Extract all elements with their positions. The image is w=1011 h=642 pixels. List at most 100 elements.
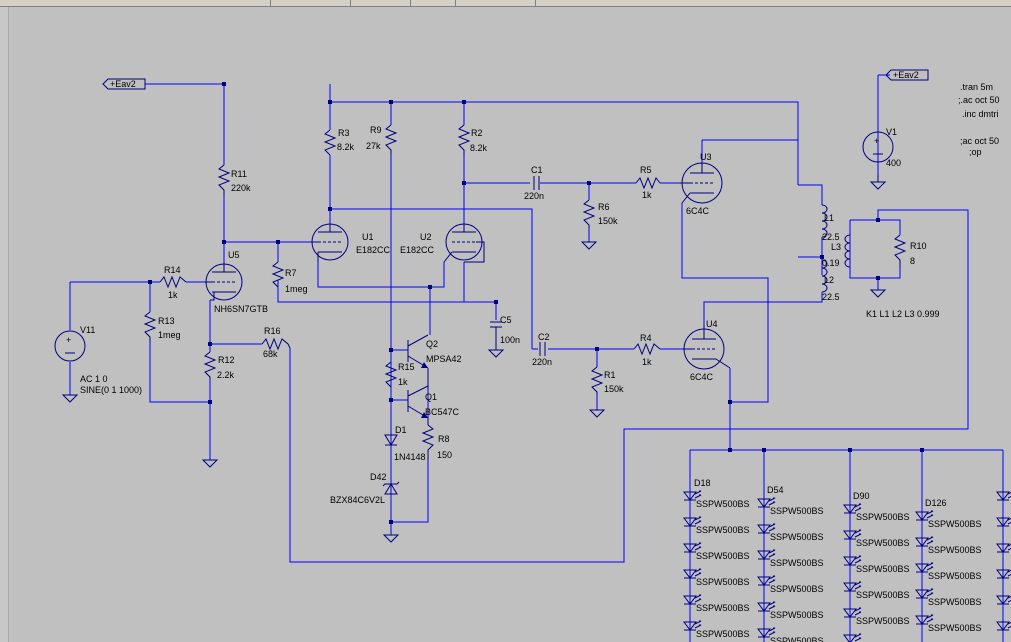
led-model-label: SSPW500BS (770, 636, 824, 642)
led-diode[interactable]: SSPW500BS (683, 516, 750, 535)
triode-u1[interactable]: U1 E182CC (310, 223, 391, 262)
r8-value: 150 (437, 450, 452, 460)
led-diode[interactable] (996, 621, 1011, 631)
r16-ref: R16 (264, 326, 281, 336)
r6-ref: R6 (598, 202, 610, 212)
led-diode[interactable]: SSPW500BS (843, 633, 910, 642)
resistor-r6[interactable]: R6 150k (582, 199, 618, 228)
led-diode[interactable]: SSPW500BS (843, 555, 910, 574)
led-ref-d18: D18 (694, 478, 711, 488)
resistor-r2[interactable]: R2 8.2k (457, 124, 488, 155)
transistor-q1[interactable]: Q1 BC547C (407, 385, 460, 425)
led-model-label: SSPW500BS (856, 538, 910, 548)
led-diode[interactable]: SSPW500BS (683, 594, 750, 613)
led-diode[interactable] (996, 491, 1011, 501)
r5-ref: R5 (640, 165, 652, 175)
c2-value: 220n (532, 357, 552, 367)
capacitor-c5[interactable]: C5 100n (490, 315, 520, 350)
resistor-r3[interactable]: R3 8.2k (323, 128, 355, 156)
u4-value: 6C4C (690, 372, 714, 382)
led-model-label: SSPW500BS (770, 506, 824, 516)
d42-value: BZX84C6V2L (330, 495, 385, 505)
led-model-label: SSPW500BS (770, 532, 824, 542)
l2-value: 22.5 (822, 292, 840, 302)
led-model-label: SSPW500BS (856, 564, 910, 574)
r1-value: 150k (604, 384, 624, 394)
r3-value: 8.2k (337, 142, 355, 152)
d42-ref: D42 (370, 472, 387, 482)
capacitor-c1[interactable]: C1 220n (524, 165, 544, 201)
triode-u2[interactable]: U2 E182CC (400, 223, 485, 263)
voltage-source-v1[interactable]: + V1 400 (862, 127, 901, 168)
toolbar-separator (455, 0, 456, 6)
resistor-r11[interactable]: R11 220k (217, 164, 251, 195)
net-label-eav2-left[interactable]: +Eav2 (102, 78, 146, 90)
capacitor-c2[interactable]: C2 220n (532, 332, 552, 367)
led-diode[interactable] (996, 543, 1011, 553)
coupling-directive[interactable]: K1 L1 L2 L3 0.999 (866, 309, 940, 319)
q1-ref: Q1 (425, 392, 437, 402)
r9-ref: R9 (370, 125, 382, 135)
q2-value: MPSA42 (426, 354, 462, 364)
led-model-label: SSPW500BS (856, 616, 910, 626)
inductor-l1[interactable]: L1 22.5 (821, 204, 840, 242)
led-diode[interactable]: SSPW500BS (757, 601, 824, 620)
zener-d42[interactable]: D42 BZX84C6V2L (330, 472, 400, 505)
v11-line2: SINE(0 1 1000) (80, 385, 142, 395)
resistor-r16[interactable]: R16 68k (261, 326, 291, 359)
r12-ref: R12 (218, 355, 235, 365)
resistor-r12[interactable]: R12 2.2k (203, 351, 235, 380)
diode-d1[interactable]: D1 1N4148 (384, 425, 426, 462)
led-diode[interactable]: SSPW500BS (683, 490, 750, 509)
resistor-r14[interactable]: R14 1k (159, 265, 187, 300)
led-diode[interactable]: SSPW500BS (757, 497, 824, 516)
resistor-r13[interactable]: R13 1meg (143, 311, 181, 342)
spice-directives[interactable]: .tran 5m ;.ac oct 50 .inc dmtri ;ac oct … (958, 82, 1000, 157)
resistor-r10[interactable]: R10 8 (893, 234, 927, 268)
r2-value: 8.2k (470, 143, 488, 153)
led-diode[interactable]: SSPW500BS (915, 614, 982, 633)
resistor-r15[interactable]: R15 1k (384, 361, 415, 388)
toolbar-separator (350, 0, 351, 6)
led-diode[interactable]: SSPW500BS (915, 588, 982, 607)
resistor-r4[interactable]: R4 1k (633, 333, 661, 367)
led-diode[interactable]: SSPW500BS (915, 510, 982, 529)
net-label-eav2-right[interactable]: +Eav2 (885, 69, 929, 81)
led-diode[interactable] (996, 517, 1011, 527)
r2-ref: R2 (471, 128, 483, 138)
led-diode[interactable]: SSPW500BS (757, 627, 824, 642)
led-diode[interactable]: SSPW500BS (843, 607, 910, 626)
led-diode[interactable]: SSPW500BS (915, 562, 982, 581)
resistor-r5[interactable]: R5 1k (635, 165, 661, 200)
led-diode[interactable] (996, 569, 1011, 579)
led-diode[interactable]: SSPW500BS (683, 620, 750, 639)
led-diode[interactable]: SSPW500BS (683, 542, 750, 561)
led-diode[interactable]: SSPW500BS (757, 523, 824, 542)
led-diode[interactable]: SSPW500BS (757, 549, 824, 568)
led-diode[interactable]: SSPW500BS (683, 568, 750, 587)
resistor-r1[interactable]: R1 150k (590, 366, 624, 395)
led-diode[interactable]: SSPW500BS (843, 529, 910, 548)
led-model-label: SSPW500BS (696, 577, 750, 587)
triode-u5[interactable]: U5 NH6SN7GTB (205, 250, 268, 314)
led-diode[interactable]: SSPW500BS (843, 581, 910, 600)
u1-value: E182CC (356, 245, 391, 255)
r10-ref: R10 (910, 241, 927, 251)
schematic-canvas[interactable] (0, 7, 1011, 642)
resistor-r9[interactable]: R9 27k (366, 124, 398, 155)
resistor-r8[interactable]: R8 150 (421, 424, 452, 460)
inductor-l2[interactable]: L2 22.5 (821, 259, 840, 302)
triode-u4[interactable]: U4 6C4C (683, 319, 731, 382)
resistor-r7[interactable]: R7 1meg (271, 261, 308, 294)
voltage-source-v11[interactable]: + V11 AC 1 0 SINE(0 1 1000) (54, 325, 142, 395)
led-diode[interactable] (996, 595, 1011, 605)
transistor-q2[interactable]: Q2 MPSA42 (407, 334, 462, 390)
inductor-l3[interactable]: L3 0.19 (822, 234, 851, 268)
led-diode[interactable]: SSPW500BS (757, 575, 824, 594)
r5-value: 1k (642, 190, 652, 200)
led-diode[interactable]: SSPW500BS (843, 503, 910, 522)
triode-u3[interactable]: U3 6C4C (680, 152, 723, 216)
led-diode[interactable]: SSPW500BS (915, 536, 982, 555)
